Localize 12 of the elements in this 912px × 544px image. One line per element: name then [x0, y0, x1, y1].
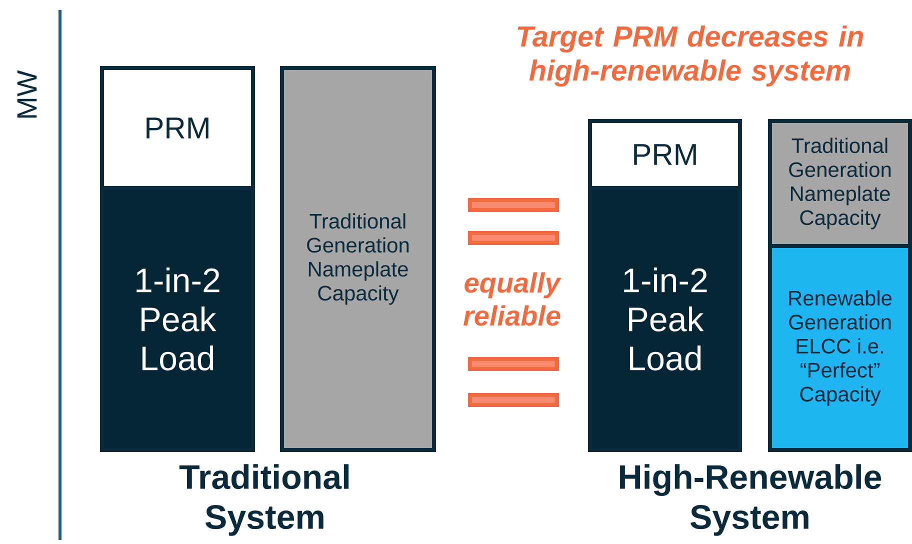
bar-segment: 1-in-2 Peak Load [100, 186, 255, 452]
annotation-text: equally reliable [463, 272, 562, 326]
group-label: High-Renewable System [620, 464, 882, 536]
bar-segment: Renewable Generation ELCC i.e. “Perfect” Capacity [768, 244, 912, 452]
axis-label: MW [17, 70, 37, 118]
group-label: Traditional System [179, 464, 349, 536]
bar-segment: PRM [588, 119, 742, 190]
annotation-text: Target PRM decreases in high-renewable system [518, 25, 864, 87]
bar-segment: PRM [100, 66, 255, 190]
bar-segment: Traditional Generation Nameplate Capacity [280, 66, 436, 452]
bar-segment: Traditional Generation Nameplate Capacity [768, 119, 912, 248]
bar-segment: 1-in-2 Peak Load [588, 186, 742, 452]
